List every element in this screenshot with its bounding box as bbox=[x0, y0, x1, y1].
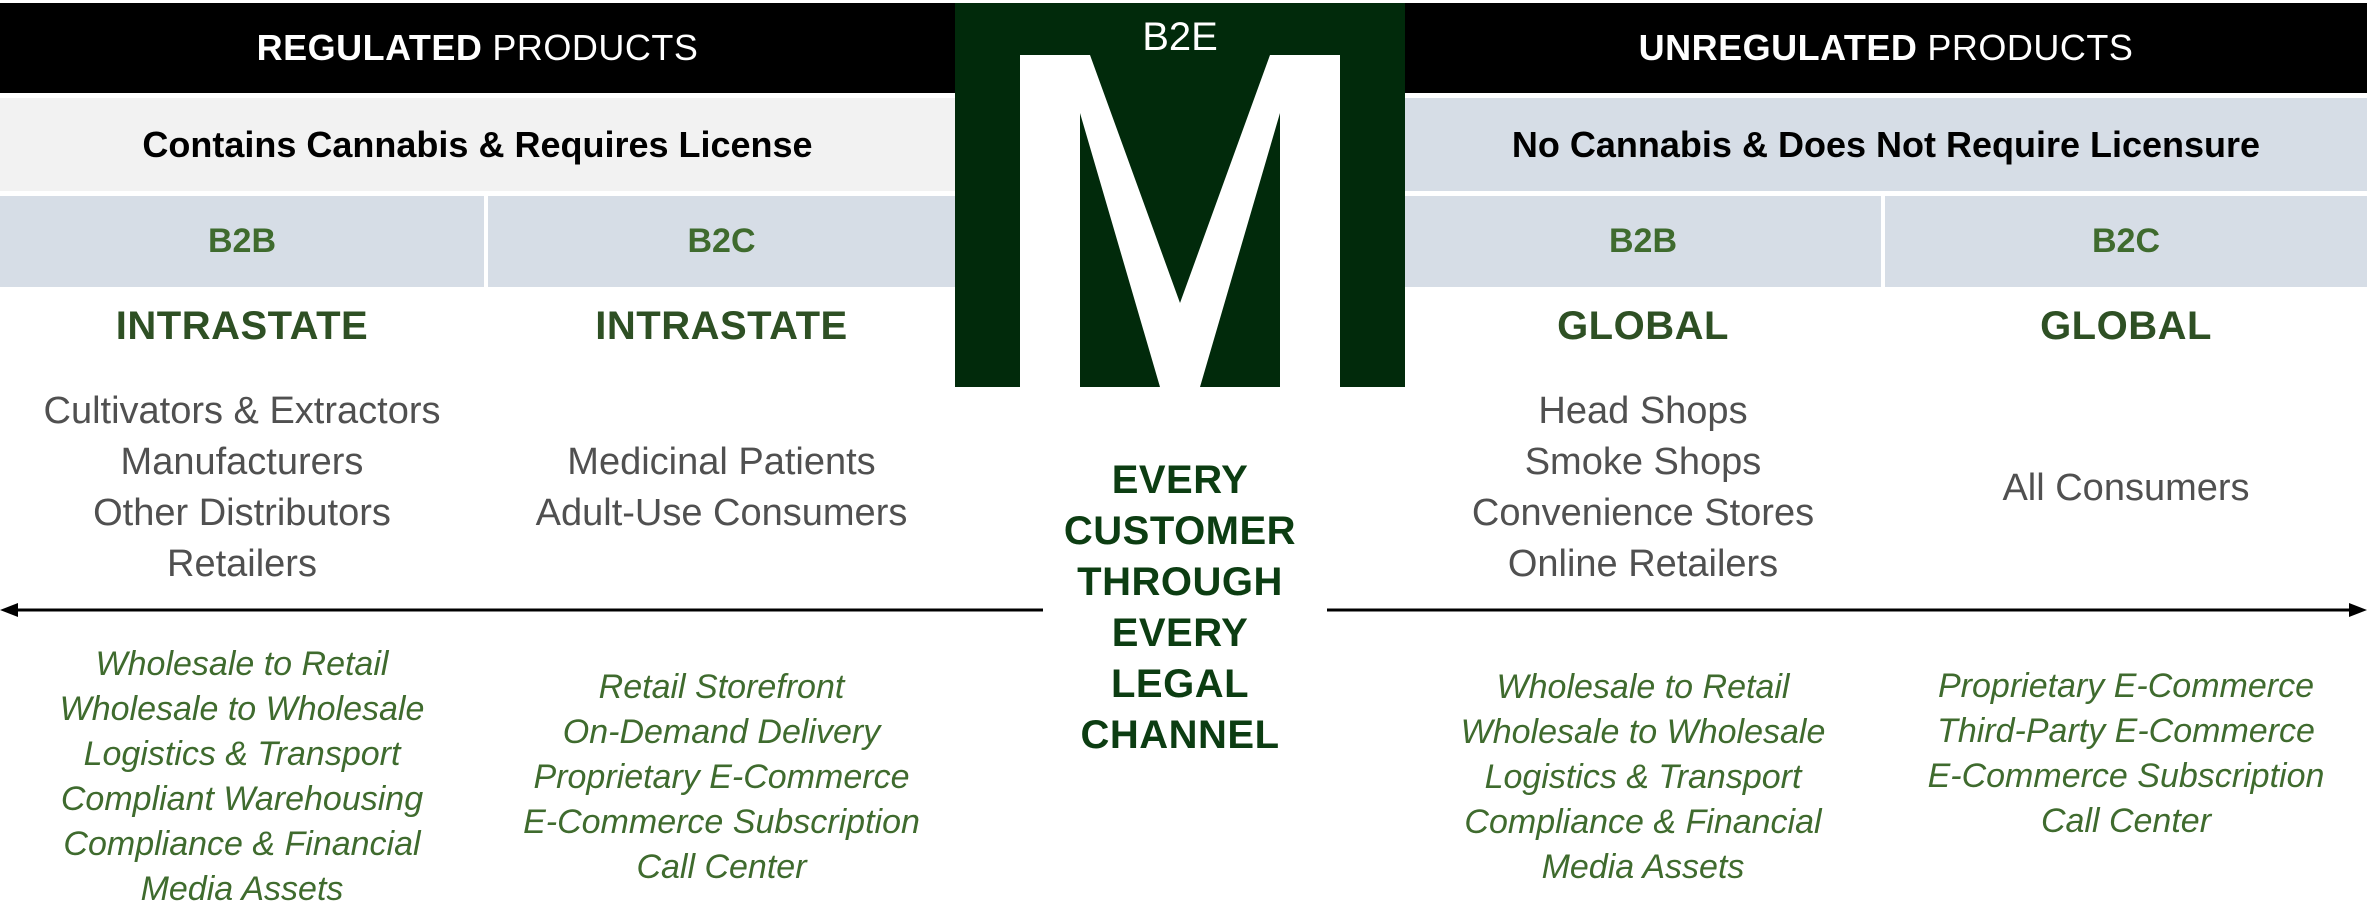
center-slogan: EVERY CUSTOMER THROUGH EVERY LEGAL CHANN… bbox=[1040, 455, 1320, 761]
slogan-line: EVERY bbox=[1111, 611, 1249, 655]
slogan-line: THROUGH bbox=[1077, 560, 1283, 604]
unregulated-b2b-scope: GLOBAL bbox=[1557, 303, 1729, 348]
unregulated-b2c-channel: B2C bbox=[1885, 196, 2367, 287]
customer-item: Other Distributors bbox=[93, 492, 391, 534]
unregulated-b2b-customers: Head Shops Smoke Shops Convenience Store… bbox=[1405, 386, 1881, 590]
regulated-b2c-channel: B2C bbox=[488, 196, 955, 287]
unregulated-b2c-scope: GLOBAL bbox=[2040, 303, 2212, 348]
method-item: Logistics & Transport bbox=[1484, 757, 1802, 796]
customer-item: Smoke Shops bbox=[1524, 441, 1762, 483]
method-item: Media Assets bbox=[140, 870, 344, 908]
regulated-b2b-channel: B2B bbox=[0, 196, 484, 287]
method-item: Third-Party E-Commerce bbox=[1937, 712, 2315, 750]
unregulated-b2b-channel: B2B bbox=[1405, 196, 1881, 287]
method-item: Media Assets bbox=[1541, 847, 1745, 886]
slogan-line: CUSTOMER bbox=[1063, 509, 1297, 553]
method-item: Call Center bbox=[636, 847, 807, 886]
customer-item: Retailers bbox=[167, 543, 317, 585]
slogan-line: EVERY bbox=[1111, 458, 1249, 502]
customer-item: Adult-Use Consumers bbox=[535, 492, 908, 534]
regulated-b2b-scope: INTRASTATE bbox=[115, 303, 369, 348]
arrow-right-icon bbox=[2349, 603, 2367, 617]
regulated-b2b-customers: Cultivators & Extractors Manufacturers O… bbox=[0, 386, 484, 590]
regulated-b2c-scope: INTRASTATE bbox=[595, 303, 848, 348]
method-item: Compliance & Financial bbox=[63, 825, 421, 863]
regulated-header-bold: REGULATED bbox=[256, 27, 483, 68]
regulated-b2c-customers: Medicinal Patients Adult-Use Consumers bbox=[488, 386, 955, 590]
customer-item: Medicinal Patients bbox=[567, 441, 876, 483]
method-item: Logistics & Transport bbox=[83, 735, 401, 773]
arrow-left-icon bbox=[0, 603, 18, 617]
customer-item: Cultivators & Extractors bbox=[43, 390, 441, 432]
customer-item: Head Shops bbox=[1538, 390, 1748, 432]
regulated-header-rest: PRODUCTS bbox=[492, 27, 699, 68]
slogan-line: CHANNEL bbox=[1080, 713, 1280, 757]
unregulated-header-bold: UNREGULATED bbox=[1638, 27, 1918, 68]
unregulated-b2c-methods: Proprietary E-Commerce Third-Party E-Com… bbox=[1885, 664, 2367, 844]
logo-tag: B2E bbox=[1142, 15, 1218, 59]
regulated-b2c-methods: Retail Storefront On-Demand Delivery Pro… bbox=[488, 664, 955, 890]
method-item: Wholesale to Wholesale bbox=[1460, 712, 1826, 751]
customer-item: Convenience Stores bbox=[1471, 492, 1815, 534]
method-item: Compliance & Financial bbox=[1464, 802, 1822, 841]
slogan-line: LEGAL bbox=[1110, 662, 1250, 706]
unregulated-b2b-methods: Wholesale to Retail Wholesale to Wholesa… bbox=[1405, 664, 1881, 890]
method-item: E-Commerce Subscription bbox=[1927, 757, 2325, 795]
method-item: Wholesale to Retail bbox=[95, 645, 389, 683]
m-logo-icon bbox=[1020, 55, 1340, 387]
regulated-b2b-methods: Wholesale to Retail Wholesale to Wholesa… bbox=[0, 642, 484, 912]
method-item: Proprietary E-Commerce bbox=[1938, 667, 2314, 705]
method-item: On-Demand Delivery bbox=[562, 712, 881, 751]
unregulated-b2c-customers: All Consumers bbox=[1885, 386, 2367, 590]
unregulated-subtitle: No Cannabis & Does Not Require Licensure bbox=[1405, 98, 2367, 191]
unregulated-header-rest: PRODUCTS bbox=[1927, 27, 2134, 68]
method-item: Call Center bbox=[2040, 802, 2212, 840]
method-item: Wholesale to Wholesale bbox=[59, 690, 425, 728]
method-item: Compliant Warehousing bbox=[60, 780, 424, 818]
unregulated-header: UNREGULATED PRODUCTS bbox=[1405, 3, 2367, 93]
method-item: Proprietary E-Commerce bbox=[533, 757, 910, 796]
logo-block bbox=[955, 3, 1405, 387]
regulated-header: REGULATED PRODUCTS bbox=[0, 3, 955, 93]
customer-item: All Consumers bbox=[2002, 466, 2250, 509]
channel-axis-arrow bbox=[0, 603, 2367, 617]
regulated-subtitle: Contains Cannabis & Requires License bbox=[0, 98, 955, 191]
method-item: Retail Storefront bbox=[598, 667, 845, 706]
method-item: E-Commerce Subscription bbox=[523, 802, 920, 841]
customer-item: Online Retailers bbox=[1507, 543, 1779, 585]
method-item: Wholesale to Retail bbox=[1496, 667, 1790, 706]
customer-item: Manufacturers bbox=[120, 441, 364, 483]
